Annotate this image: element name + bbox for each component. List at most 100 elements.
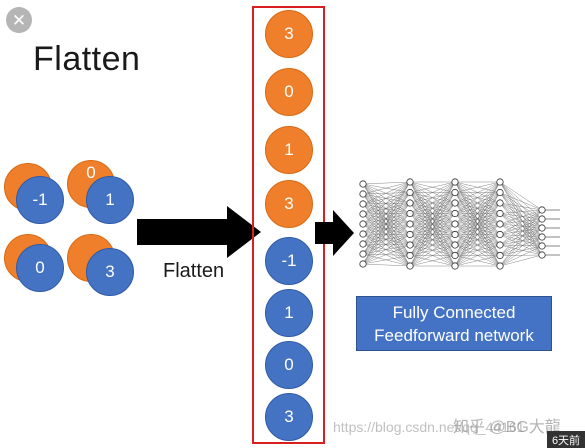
network-connection <box>362 213 411 225</box>
network-connection <box>362 183 411 214</box>
network-connection <box>362 234 411 255</box>
network-node <box>406 188 414 197</box>
network-connection <box>362 223 411 235</box>
network-connection <box>362 213 411 267</box>
close-button[interactable]: ✕ <box>6 7 32 33</box>
network-connection <box>499 209 543 246</box>
network-connection <box>454 192 501 267</box>
network-connection <box>499 181 543 256</box>
flattened-cell: -1 <box>265 237 313 285</box>
network-connection <box>499 218 543 235</box>
network-connection <box>362 203 411 235</box>
flattened-value: 1 <box>284 140 294 159</box>
network-connection <box>362 223 411 245</box>
network-connection <box>362 233 411 256</box>
network-connection <box>362 181 411 255</box>
network-connection <box>362 202 411 205</box>
flattened-value: -1 <box>281 251 297 270</box>
network-connection <box>409 234 456 267</box>
network-connection <box>362 193 411 235</box>
network-node <box>359 250 367 258</box>
feature-map-front-circle: 0 <box>16 244 64 292</box>
network-connection <box>499 218 543 256</box>
network-connection <box>454 202 501 267</box>
network-node <box>496 178 504 186</box>
network-connection <box>409 181 456 193</box>
network-node <box>406 262 414 270</box>
network-connection <box>409 181 456 204</box>
network-node <box>451 220 459 228</box>
network-connection <box>362 181 411 195</box>
network-connection <box>362 203 411 214</box>
network-connection <box>362 223 411 265</box>
close-icon: ✕ <box>11 10 27 30</box>
flattened-value: 3 <box>284 407 294 426</box>
network-connection <box>499 181 543 220</box>
network-connection <box>409 181 456 214</box>
network-connection <box>499 234 543 238</box>
network-connection <box>362 192 411 265</box>
network-connection <box>362 223 411 246</box>
flattened-cell: 0 <box>265 68 313 116</box>
network-node <box>406 178 414 186</box>
network-node <box>406 199 414 207</box>
network-connection <box>499 209 543 256</box>
network-node <box>538 251 546 259</box>
network-connection <box>362 183 411 225</box>
network-connection <box>499 227 543 246</box>
network-connection <box>362 183 411 204</box>
network-node <box>496 230 504 239</box>
network-node <box>538 215 546 223</box>
network-connection <box>454 244 501 267</box>
network-connection <box>362 183 411 246</box>
feature-map-value: 0 <box>35 258 45 277</box>
network-connection <box>499 202 543 247</box>
network-node <box>406 230 414 239</box>
network-node <box>496 220 504 228</box>
network-node <box>496 262 504 270</box>
network-connection <box>499 223 543 247</box>
network-connection <box>409 181 456 235</box>
network-node <box>451 188 459 197</box>
network-connection <box>362 193 411 246</box>
network-connection <box>362 234 411 265</box>
network-node <box>538 206 546 214</box>
network-node <box>538 233 546 241</box>
network-connection <box>409 202 456 267</box>
feature-map-value: 1 <box>105 190 115 209</box>
network-connection <box>499 244 543 256</box>
network-connection <box>499 213 543 256</box>
network-connection <box>362 213 411 246</box>
network-connection <box>362 253 411 256</box>
network-connection <box>362 223 411 256</box>
network-connection <box>499 227 543 235</box>
network-connection <box>499 213 543 247</box>
network-node <box>451 199 459 207</box>
network-connection <box>499 202 543 256</box>
network-connection <box>362 181 411 215</box>
network-node <box>406 220 414 228</box>
network-connection <box>362 233 411 267</box>
network-connection <box>362 192 411 195</box>
fully-connected-network-box: Fully Connected Feedforward network <box>356 296 552 351</box>
network-connection <box>362 183 411 235</box>
network-connection <box>499 218 543 225</box>
flattened-cell: 3 <box>265 180 313 228</box>
network-node <box>496 188 504 197</box>
feature-map-front-circle: -1 <box>16 176 64 224</box>
network-connection <box>362 202 411 225</box>
network-connection <box>499 236 543 246</box>
network-connection <box>454 234 501 267</box>
network-connection <box>362 181 411 265</box>
watermark-url: https://blog.csdn.net/qq_44161 <box>333 419 525 435</box>
network-node <box>451 241 459 249</box>
network-connection <box>362 202 411 215</box>
flattened-cell: 1 <box>265 289 313 337</box>
network-connection <box>409 181 456 246</box>
network-connection <box>409 223 456 267</box>
network-connection <box>362 181 411 235</box>
network-node <box>538 242 546 250</box>
network-connection <box>454 223 501 267</box>
network-connection <box>499 236 543 267</box>
network-connection <box>409 192 456 267</box>
